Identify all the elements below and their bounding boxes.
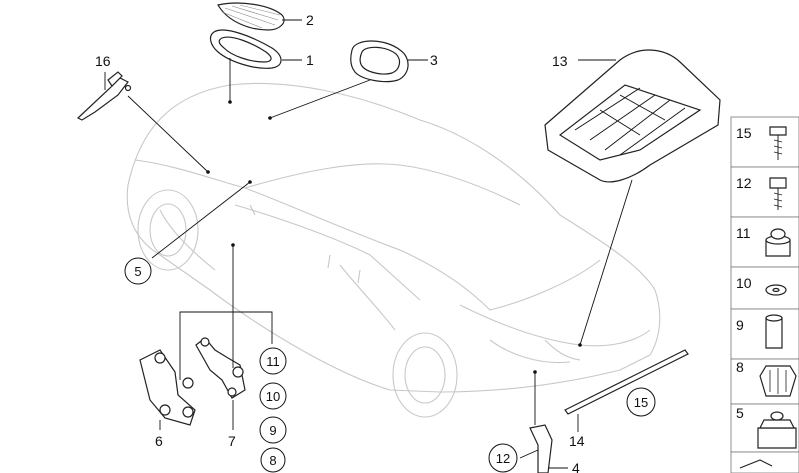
callout-2: 2 <box>306 12 314 28</box>
legend-label-15: 15 <box>736 125 752 141</box>
car-outline <box>126 82 661 418</box>
legend-label-5: 5 <box>736 405 744 421</box>
callout-15: 15 <box>634 395 648 410</box>
nut-11-icon <box>765 228 791 257</box>
callout-3: 3 <box>430 52 438 68</box>
part-14-strip <box>564 349 689 415</box>
callout-15-circle: 15 <box>626 387 656 417</box>
legend-cell-15 <box>730 116 799 168</box>
callout-6: 6 <box>155 433 163 449</box>
callout-4: 4 <box>572 460 580 473</box>
part-7-hinge <box>195 337 246 399</box>
callout-9-circle: 9 <box>259 416 287 444</box>
legend-label-8: 8 <box>736 359 744 375</box>
callout-11-circle: 11 <box>259 347 287 375</box>
callout-10-circle: 10 <box>259 382 287 410</box>
part-4-bracket <box>529 424 553 473</box>
part-6-hinge <box>139 349 196 426</box>
callout-11: 11 <box>266 354 280 369</box>
callout-1: 1 <box>306 52 314 68</box>
washer-10-icon <box>765 284 787 296</box>
part-3-frame <box>350 40 409 83</box>
legend-panel: 15 12 11 10 9 <box>730 116 799 473</box>
leader-lines <box>104 19 633 469</box>
grommet-8-icon <box>759 365 797 397</box>
callout-12: 12 <box>496 451 510 466</box>
bolt-12-icon <box>769 177 787 210</box>
callout-16: 16 <box>95 53 111 69</box>
part-2-grille <box>217 2 285 31</box>
callout-5: 5 <box>134 264 141 279</box>
callout-10: 10 <box>266 389 280 404</box>
legend-label-10: 10 <box>736 275 752 291</box>
callout-8-circle: 8 <box>260 447 286 473</box>
callout-14: 14 <box>569 433 585 449</box>
part-1-frame <box>209 29 282 69</box>
legend-label-11: 11 <box>736 225 751 241</box>
callout-7: 7 <box>228 433 236 449</box>
arrow-icon <box>739 459 773 469</box>
callout-9: 9 <box>269 423 276 438</box>
part-16-bracket <box>76 71 132 121</box>
callout-12-circle: 12 <box>488 443 518 473</box>
sleeve-9-icon <box>765 314 783 349</box>
legend-cell-9 <box>730 308 799 360</box>
legend-label-12: 12 <box>736 175 752 191</box>
buffer-5-icon <box>757 411 797 449</box>
part-13-tray <box>544 49 721 183</box>
legend-cell-12 <box>730 166 799 218</box>
legend-cell-10 <box>730 266 799 310</box>
bolt-15-icon <box>769 126 787 160</box>
callout-8: 8 <box>269 453 276 468</box>
callout-5-circle: 5 <box>124 257 152 285</box>
legend-label-9: 9 <box>736 317 744 333</box>
callout-13: 13 <box>552 53 568 69</box>
